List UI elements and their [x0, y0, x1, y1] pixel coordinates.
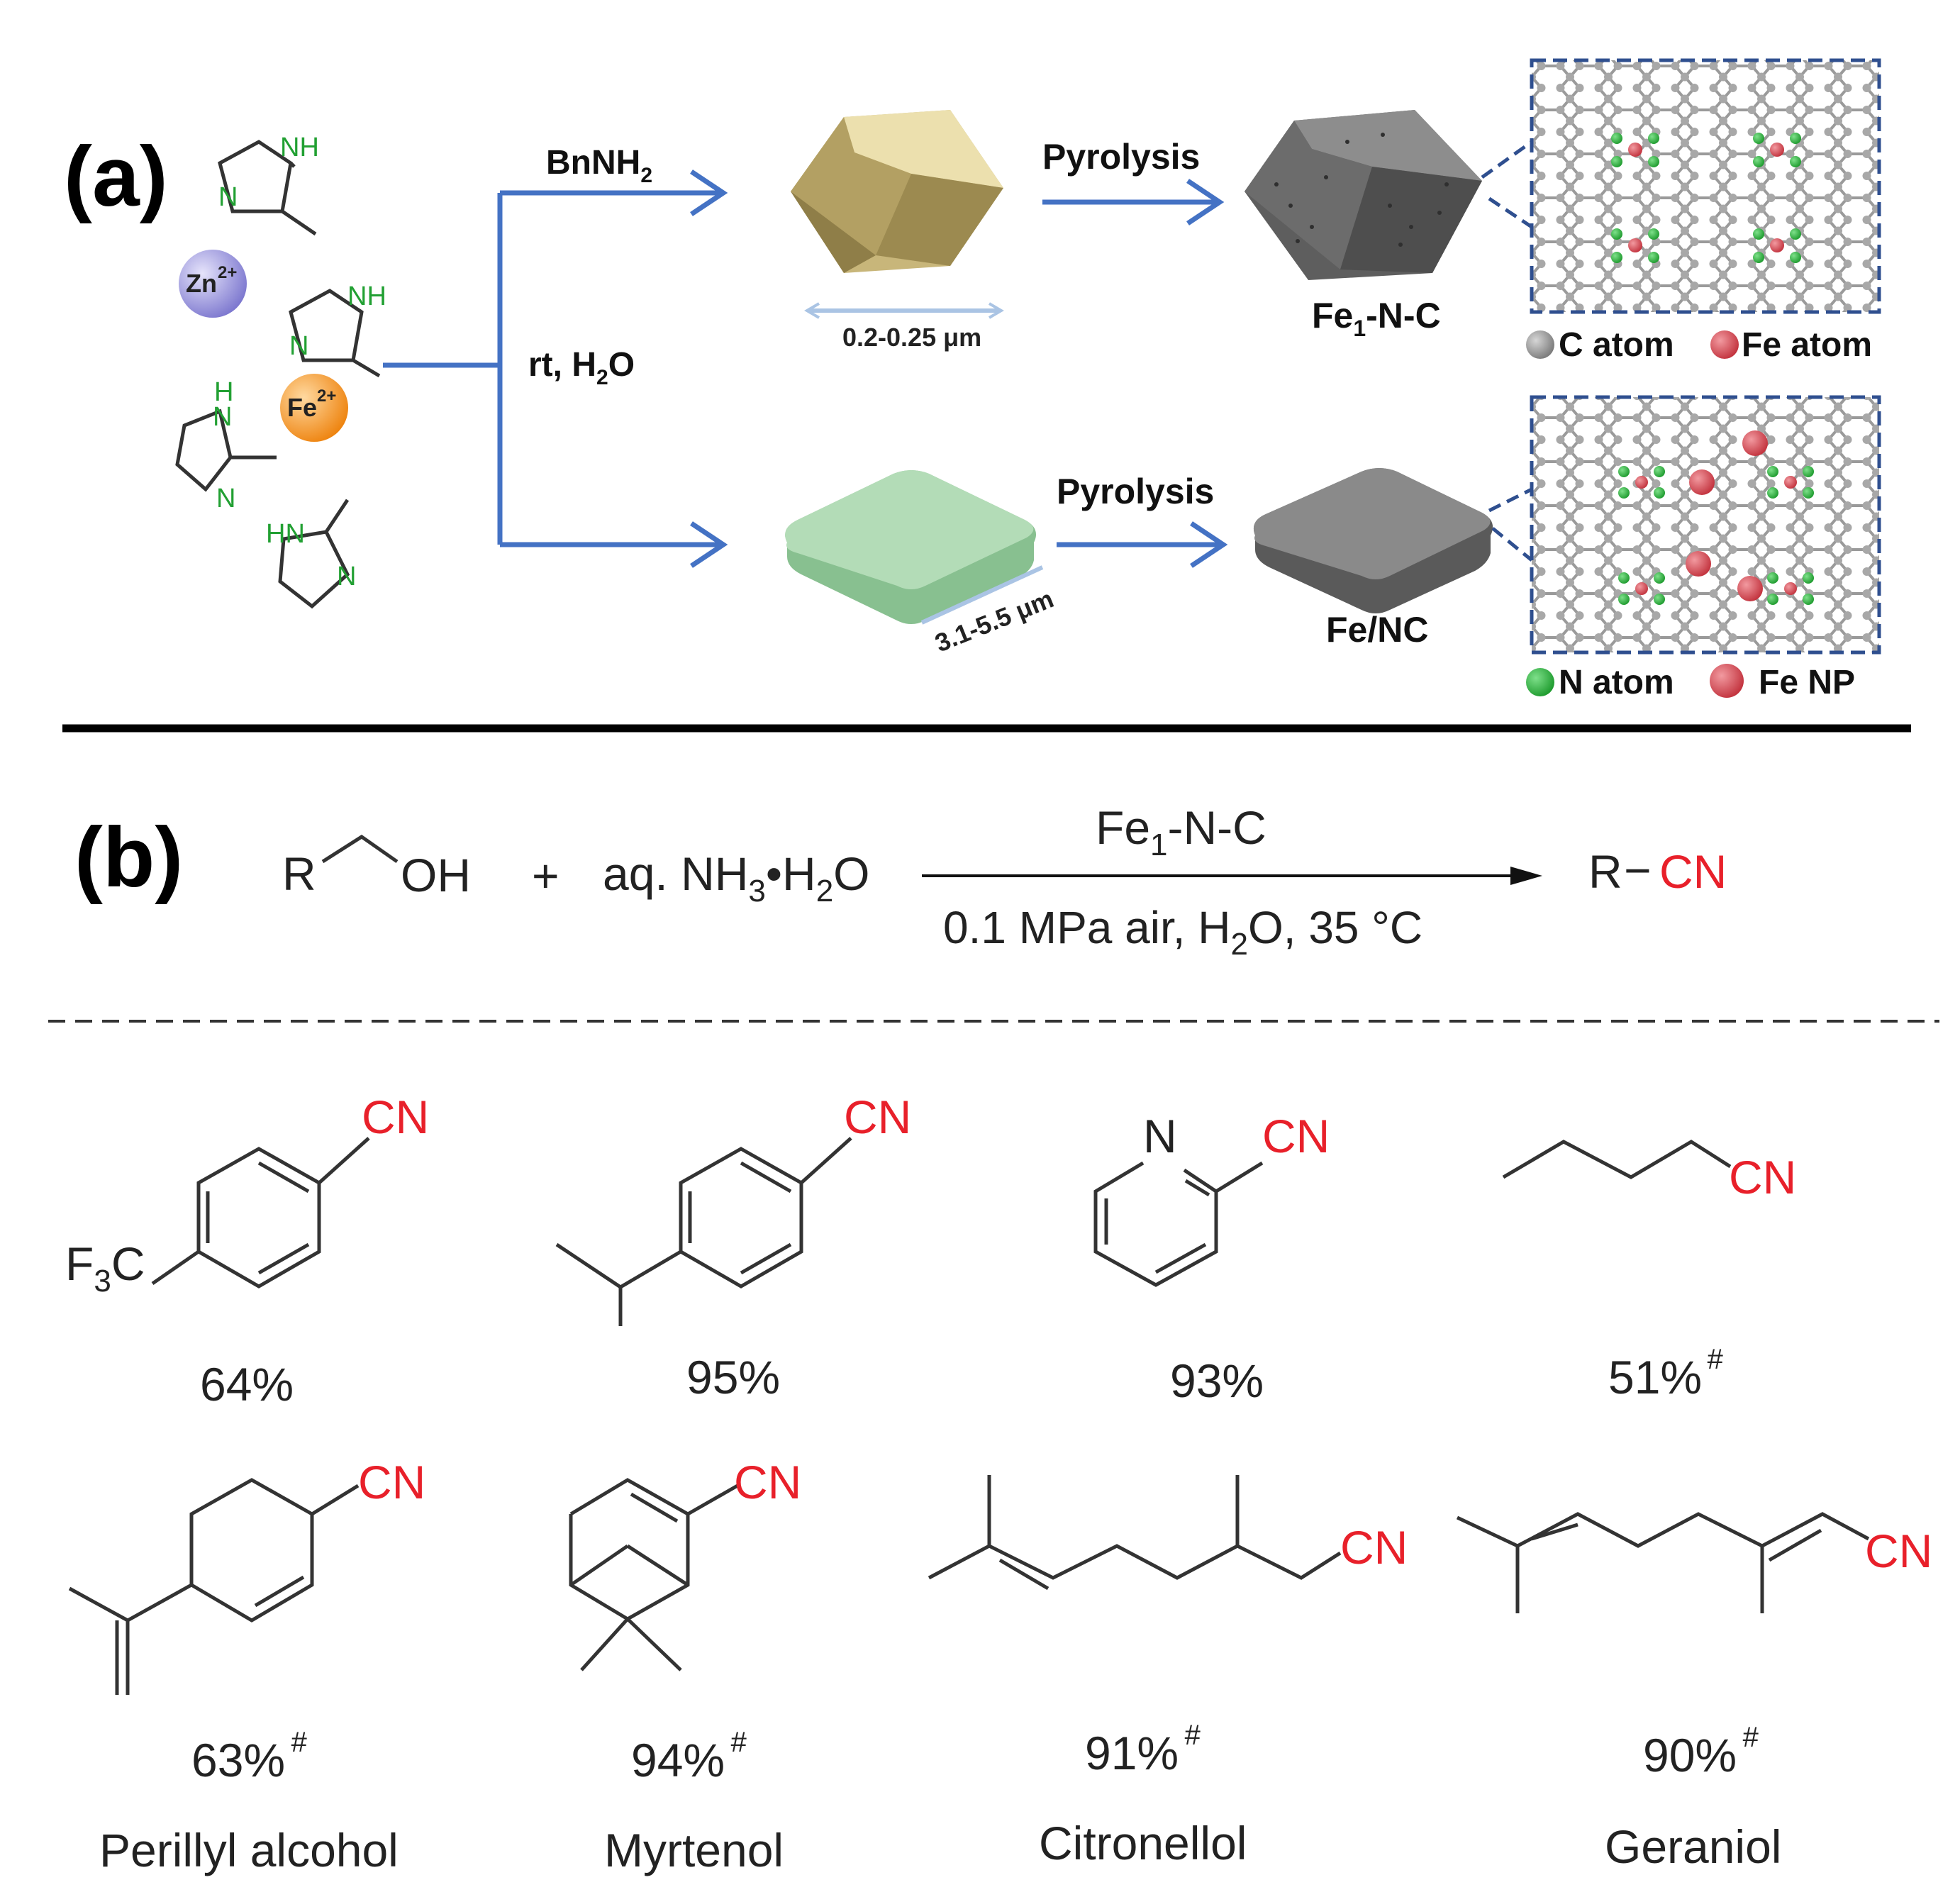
zif-nanosheet [785, 470, 1037, 624]
imidazole-nh-label: NH [280, 133, 319, 162]
fe-ion-charge: 2+ [317, 386, 336, 406]
ammonia-reagent-label: aq. NH3•H2O [603, 847, 870, 908]
pyrolysis-upper-arrow [1042, 179, 1225, 226]
synthesis-branch-arrows [383, 169, 728, 568]
pyrolysis-lower-arrow [1057, 521, 1228, 568]
legend-fe-np: Fe NP [1710, 664, 1855, 701]
conditions-label: 0.1 MPa air, H2O, 35 °C [943, 902, 1422, 962]
substrate-citronellyl-nitrile [928, 1475, 1342, 1591]
pyrolysis-lower-label: Pyrolysis [1057, 472, 1214, 511]
legend-c-atom-label: C atom [1559, 326, 1674, 364]
panel-a-label: (a) [64, 129, 168, 224]
cn-label: CN [1262, 1110, 1330, 1162]
pyrolysis-upper-label: Pyrolysis [1042, 137, 1200, 177]
fe1-n-c-product-label: Fe1-N-C [1312, 296, 1441, 341]
yield-label: 63% [191, 1734, 285, 1786]
yield-label: 91% [1085, 1727, 1179, 1779]
fe-nc-nanosheet [1253, 468, 1493, 613]
reactant-r-label: R [282, 847, 316, 900]
imidazole-nh-label: NH [347, 282, 386, 311]
methylimidazole-molecule-1: NH N [218, 133, 319, 236]
fe1-n-c-dodecahedron [1245, 110, 1482, 280]
legend-fe-np-label: Fe NP [1759, 664, 1855, 701]
product-dash: − [1624, 844, 1652, 896]
imidazole-n-label: N [289, 331, 308, 361]
substrate-name-label: Myrtenol [604, 1824, 784, 1876]
pyridine-n-label: N [1143, 1110, 1177, 1162]
yield-hash-mark: # [730, 1727, 747, 1758]
yield-label: 95% [686, 1351, 780, 1403]
plus-sign: + [532, 850, 559, 902]
substrate-name-label: Citronellol [1039, 1817, 1247, 1869]
yield-label: 90% [1643, 1729, 1737, 1781]
methylimidazole-molecule-4: HN N [266, 499, 356, 609]
cn-label: CN [358, 1456, 425, 1508]
substrate-pentanenitrile [1502, 1140, 1732, 1179]
yield-label: 64% [200, 1358, 294, 1410]
fe-ion: Fe 2+ [280, 374, 348, 442]
substrate-myrtenyl-nitrile [569, 1478, 739, 1671]
legend-c-atom: C atom [1526, 326, 1674, 364]
substrate-name-label: Geraniol [1605, 1820, 1781, 1873]
zn-ion: Zn 2+ [179, 250, 247, 318]
imidazole-n-label: N [216, 484, 235, 513]
imidazole-n-label: N [218, 182, 238, 212]
substrate-scope [68, 1137, 1870, 1695]
product-cn-label: CN [1659, 845, 1727, 898]
zn-ion-charge: 2+ [218, 263, 237, 282]
fe-nc-product-label: Fe/NC [1326, 610, 1428, 650]
substrate-cyanopyridine [1093, 1161, 1264, 1287]
substrate-name-label: Perillyl alcohol [99, 1824, 399, 1876]
cn-label: CN [362, 1091, 429, 1143]
upper-reagent-label: BnNH2 [546, 144, 652, 187]
substrate-cf3-benzonitrile [151, 1137, 370, 1289]
panel-b: (b) R OH + aq. NH3•H2O Fe1-N-C 0.1 MPa a… [74, 801, 1727, 962]
imidazole-n-label: N [213, 402, 232, 432]
legend-n-atom: N atom [1526, 664, 1674, 701]
substrate-labels: CN F3C CN N CN CN CN CN CN CN 64% 95% 93… [65, 1091, 1932, 1876]
cn-label: CN [1729, 1151, 1796, 1203]
fe1-n-c-lattice-inset [1481, 58, 1881, 314]
cn-label: CN [1340, 1521, 1408, 1574]
upper-size-scale: 0.2-0.25 μm [804, 302, 1004, 352]
imidazole-hn-label: HN [266, 519, 305, 549]
catalyst-label: Fe1-N-C [1096, 801, 1266, 862]
imidazole-n-label: N [337, 562, 356, 591]
yield-label: 51% [1608, 1351, 1702, 1403]
yield-hash-mark: # [1742, 1722, 1759, 1753]
yield-label: 94% [631, 1734, 725, 1786]
yield-hash-mark: # [1707, 1344, 1723, 1375]
yield-hash-mark: # [1184, 1720, 1201, 1751]
yield-hash-mark: # [291, 1727, 307, 1758]
methylimidazole-molecule-3: H N N [175, 377, 277, 513]
fe-ion-label: Fe [287, 393, 317, 422]
cf3-label: F3C [65, 1237, 145, 1298]
panel-b-label: (b) [74, 810, 183, 905]
methylimidazole-molecule-2: NH N [289, 282, 386, 378]
zn-ion-label: Zn [186, 269, 217, 298]
panel-a: (a) NH N Zn 2+ NH N Fe 2+ [64, 58, 1881, 701]
cn-label: CN [1865, 1525, 1932, 1577]
fe-nc-lattice-inset [1488, 395, 1881, 655]
middle-conditions-label: rt, H2O [528, 346, 635, 389]
upper-size-label: 0.2-0.25 μm [842, 323, 981, 352]
substrate-isopropyl-benzonitrile [555, 1137, 852, 1326]
reactant-skeleton [321, 834, 399, 864]
legend-n-atom-label: N atom [1559, 664, 1674, 701]
reaction-arrow [922, 867, 1542, 885]
substrate-perillyl-nitrile [68, 1478, 360, 1695]
yield-label: 93% [1170, 1354, 1264, 1407]
substrate-geranyl-nitrile [1456, 1512, 1870, 1613]
reactant-oh-label: OH [401, 849, 471, 901]
legend-fe-atom: Fe atom [1710, 326, 1872, 364]
zif-dodecahedron-crystal [791, 110, 1003, 273]
cn-label: CN [734, 1456, 801, 1508]
cn-label: CN [844, 1091, 911, 1143]
legend-fe-atom-label: Fe atom [1742, 326, 1872, 364]
imidazole-h-label: H [214, 377, 233, 407]
product-r-label: R [1588, 845, 1622, 898]
